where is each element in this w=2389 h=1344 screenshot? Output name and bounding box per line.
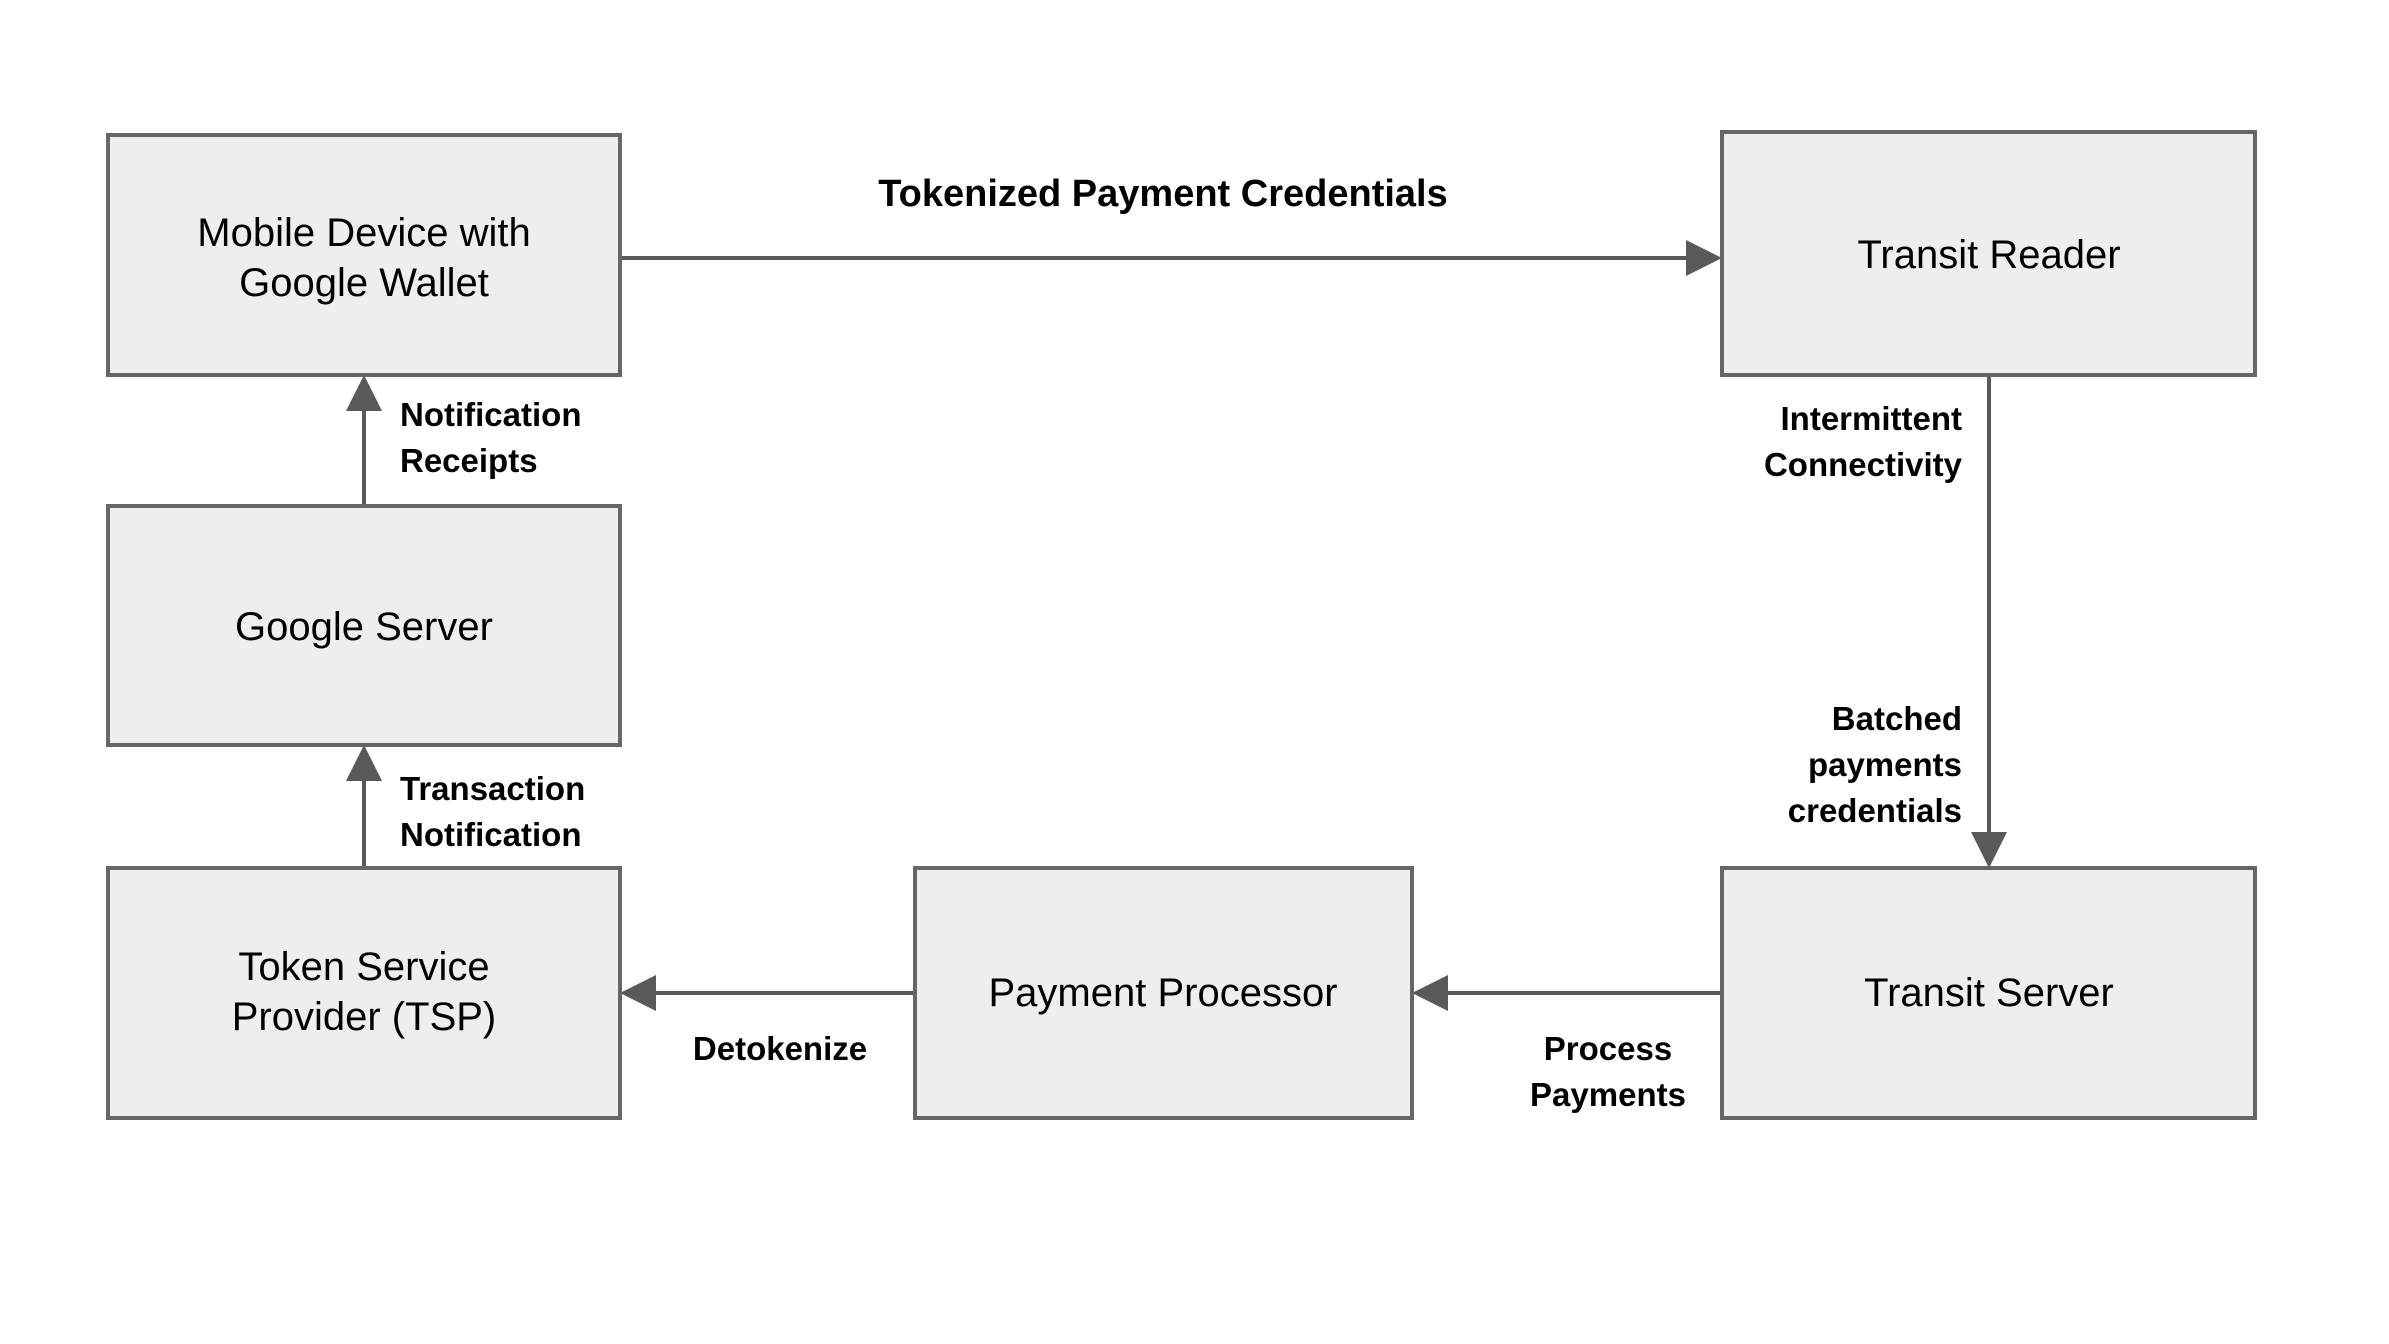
node-rect-transit-reader[interactable] bbox=[1720, 130, 2257, 377]
node-label-google-server: Google Server bbox=[235, 605, 493, 649]
edge-label-batched-payments-credentials-line2: payments bbox=[1808, 746, 1962, 783]
edge-label-batched-payments-credentials-line3: credentials bbox=[1788, 792, 1962, 829]
edge-label-notification-receipts-line2: Receipts bbox=[400, 442, 538, 479]
edge-label-process-payments-line1: Process bbox=[1544, 1030, 1672, 1067]
node-token-service-provider[interactable]: Token Service Provider (TSP) bbox=[106, 866, 622, 1120]
node-transit-reader[interactable]: Transit Reader bbox=[1720, 130, 2257, 377]
edge-label-detokenize: Detokenize bbox=[693, 1030, 867, 1067]
node-rect-transit-server[interactable] bbox=[1720, 866, 2257, 1120]
node-label-transit-reader: Transit Reader bbox=[1857, 233, 2120, 277]
edge-label-tokenized-payment-credentials: Tokenized Payment Credentials bbox=[878, 173, 1447, 215]
node-mobile-device-with-google-wallet[interactable]: Mobile Device with Google Wallet bbox=[106, 133, 622, 377]
edge-label-transaction-notification-line1: Transaction bbox=[400, 770, 585, 807]
arrowhead-left-payment-processor bbox=[1412, 975, 1448, 1011]
node-google-server[interactable]: Google Server bbox=[106, 504, 622, 747]
edge-detokenize: Detokenize bbox=[620, 975, 915, 1067]
node-label-token-service-provider-line1: Token Service bbox=[238, 945, 489, 989]
arrowhead-up-mobile-device bbox=[346, 375, 382, 411]
edge-label-notification-receipts-line1: Notification bbox=[400, 396, 581, 433]
arrowhead-right-transit-reader bbox=[1686, 240, 1722, 276]
node-label-mobile-device-line1: Mobile Device with bbox=[197, 211, 530, 255]
node-rect-token-service-provider[interactable] bbox=[106, 866, 622, 1120]
node-label-transit-server: Transit Server bbox=[1864, 971, 2114, 1015]
edge-label-transaction-notification-line2: Notification bbox=[400, 816, 581, 853]
edge-transaction-notification: Transaction Notification bbox=[346, 745, 585, 868]
edge-label-batched-payments-credentials-line1: Batched bbox=[1832, 700, 1962, 737]
edge-notification-receipts: Notification Receipts bbox=[346, 375, 581, 506]
edge-label-intermittent-connectivity-line1: Intermittent bbox=[1781, 400, 1963, 437]
edge-tokenized-payment-credentials: Tokenized Payment Credentials bbox=[620, 173, 1722, 276]
node-label-mobile-device-line2: Google Wallet bbox=[239, 261, 489, 305]
arrowhead-down-transit-server bbox=[1971, 832, 2007, 868]
node-transit-server[interactable]: Transit Server bbox=[1720, 866, 2257, 1120]
arrowhead-up-google-server bbox=[346, 745, 382, 781]
arrowhead-left-token-service-provider bbox=[620, 975, 656, 1011]
node-label-token-service-provider-line2: Provider (TSP) bbox=[232, 995, 497, 1039]
node-rect-payment-processor[interactable] bbox=[913, 866, 1414, 1120]
edge-label-intermittent-connectivity-line2: Connectivity bbox=[1764, 446, 1963, 483]
edge-process-payments: Process Payments bbox=[1412, 975, 1722, 1113]
edge-transit-reader-to-transit-server: Intermittent Connectivity Batched paymen… bbox=[1764, 375, 2007, 868]
node-payment-processor[interactable]: Payment Processor bbox=[913, 866, 1414, 1120]
node-rect-mobile-device[interactable] bbox=[106, 133, 622, 377]
node-rect-google-server[interactable] bbox=[106, 504, 622, 747]
edge-label-process-payments-line2: Payments bbox=[1530, 1076, 1686, 1113]
node-label-payment-processor: Payment Processor bbox=[988, 971, 1337, 1015]
